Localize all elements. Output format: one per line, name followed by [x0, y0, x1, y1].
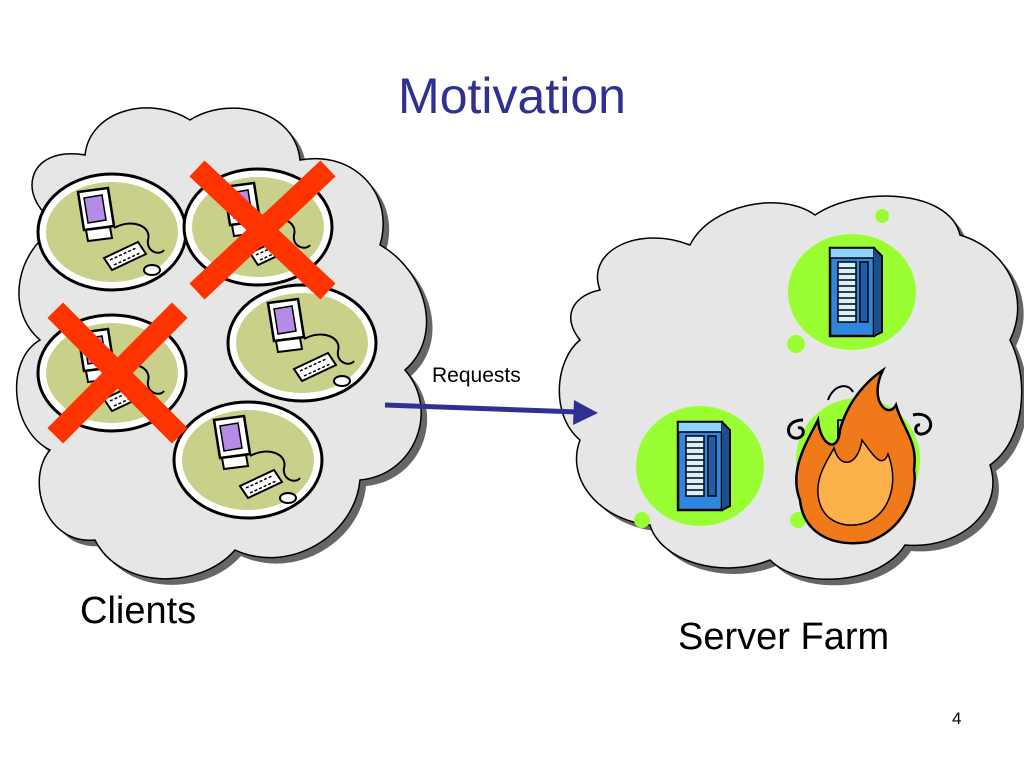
requests-arrow — [384, 400, 598, 425]
server-tower-icon — [676, 420, 732, 512]
client-computer-3 — [226, 283, 378, 403]
slide-title: Motivation — [398, 68, 626, 124]
red-x-icon — [189, 160, 336, 300]
server-cloud — [558, 195, 1024, 586]
page-number: 4 — [952, 709, 962, 728]
red-x-icon — [47, 302, 188, 444]
server-tower-icon — [828, 246, 884, 338]
requests-label: Requests — [432, 364, 521, 387]
server-on-fire — [787, 366, 933, 545]
server-farm-label: Server Farm — [678, 616, 890, 658]
server-1 — [787, 209, 916, 353]
server-2 — [634, 406, 764, 528]
clients-label: Clients — [80, 590, 197, 632]
client-computer-1 — [36, 172, 188, 292]
fire-icon — [787, 366, 933, 545]
client-computer-5 — [172, 400, 324, 520]
